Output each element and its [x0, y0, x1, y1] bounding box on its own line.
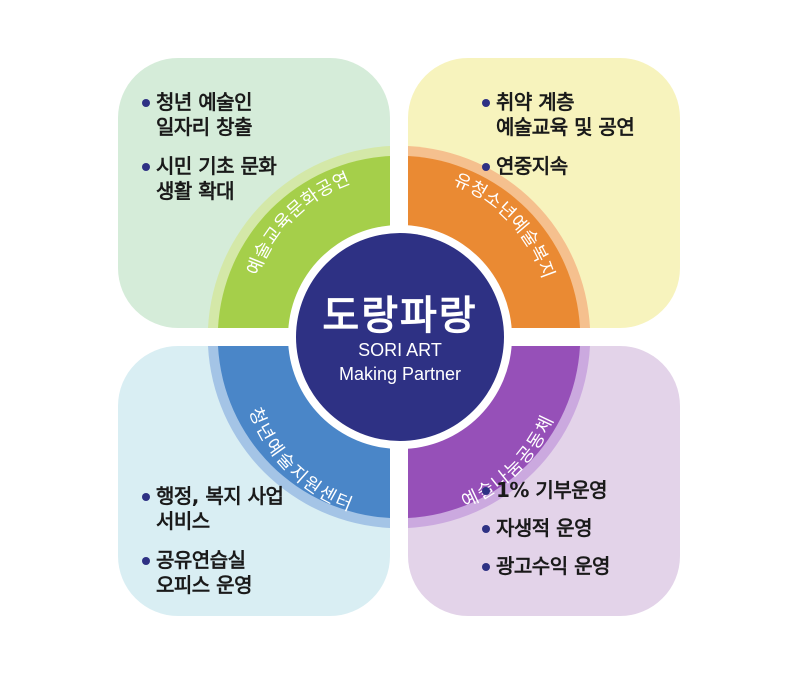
panel-top-right-list: 취약 계층 예술교육 및 공연 연중지속 [482, 90, 635, 193]
panel-bottom-left-list: 행정, 복지 사업 서비스 공유연습실 오피스 운영 [142, 484, 284, 612]
bullet-icon [142, 163, 150, 171]
list-item: 청년 예술인 일자리 창출 [142, 90, 276, 140]
bullet-icon [482, 99, 490, 107]
center-subtitle-1: SORI ART [358, 340, 442, 360]
logo-text: 도랑파랑 [322, 292, 478, 339]
list-item: 연중지속 [482, 154, 634, 179]
center-circle [296, 233, 504, 441]
list-item: 행정, 복지 사업 서비스 [142, 484, 284, 534]
bullet-icon [482, 487, 490, 495]
list-item: 시민 기초 문화 생활 확대 [142, 154, 277, 204]
center-subtitle-2: Making Partner [338, 364, 462, 384]
bullet-icon [482, 563, 490, 571]
bullet-icon [142, 493, 150, 501]
bullet-icon [482, 525, 490, 533]
bullet-icon [142, 99, 150, 107]
panel-top-left-list: 청년 예술인 일자리 창출 시민 기초 문화 생활 확대 [142, 90, 277, 218]
list-item: 자생적 운영 [482, 516, 610, 541]
list-item: 광고수익 운영 [482, 554, 610, 579]
bullet-icon [142, 557, 150, 565]
list-item: 1% 기부운영 [482, 478, 610, 503]
panel-bottom-right-list: 1% 기부운영 자생적 운영 광고수익 운영 [482, 478, 610, 592]
list-item: 공유연습실 오피스 운영 [142, 548, 283, 598]
bullet-icon [482, 163, 490, 171]
list-item: 취약 계층 예술교육 및 공연 [482, 90, 635, 140]
